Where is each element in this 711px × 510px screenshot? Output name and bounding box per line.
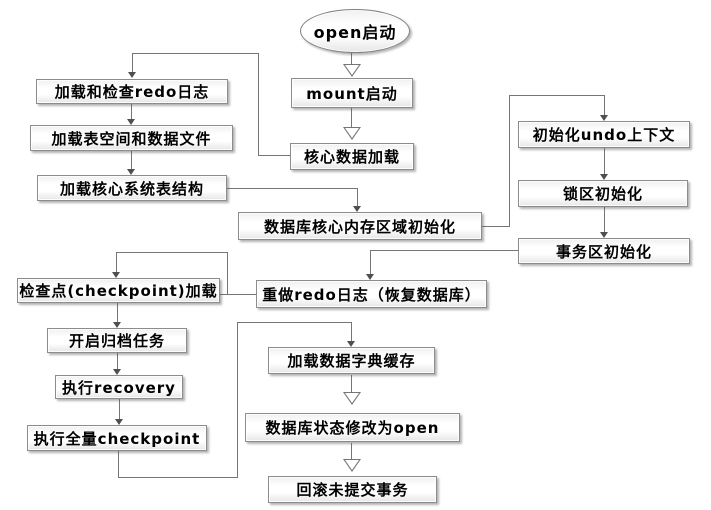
connector-segment (351, 375, 352, 392)
node-label: 执行recovery (62, 378, 176, 397)
connector-segment (351, 108, 352, 127)
node-label: 加载数据字典缓存 (287, 352, 416, 370)
connector-segment (227, 252, 228, 294)
connector-segment (117, 303, 118, 323)
node-label: 初始化undo上下文 (532, 126, 676, 144)
connector-segment (482, 226, 509, 227)
node-label: 执行全量checkpoint (33, 429, 201, 448)
connector-segment (604, 148, 605, 175)
node-load-data-dictionary-cache: 加载数据字典缓存 (268, 347, 435, 374)
connector-segment (351, 52, 352, 64)
node-load-check-redo-log: 加载和检查redo日志 (36, 79, 228, 104)
connector-segment (131, 151, 132, 170)
node-rollback-uncommitted-transactions: 回滚未提交事务 (268, 476, 437, 503)
node-db-status-set-open: 数据库状态修改为open (245, 413, 460, 442)
arrow-down-icon (600, 174, 608, 180)
connector-segment (132, 53, 133, 73)
arrow-down-icon (113, 369, 121, 375)
connector-segment (237, 322, 238, 478)
connector-segment (258, 53, 259, 156)
connector-segment (116, 252, 227, 253)
connector-segment (118, 477, 237, 478)
arrow-down-icon (113, 322, 121, 328)
node-load-core-system-tables: 加载核心系统表结构 (37, 175, 227, 201)
node-label: 加载核心系统表结构 (59, 179, 204, 198)
arrow-down-icon (128, 72, 136, 78)
connector-segment (351, 443, 352, 459)
node-init-undo-context: 初始化undo上下文 (518, 121, 690, 148)
node-exec-recovery: 执行recovery (55, 375, 183, 399)
block-arrow-down-icon (343, 127, 361, 140)
block-arrow-down-icon (343, 459, 361, 472)
connector-segment (220, 294, 256, 295)
node-load-tablespace-datafiles: 加载表空间和数据文件 (30, 125, 233, 151)
connector-segment (509, 95, 605, 96)
connector-segment (118, 451, 119, 477)
node-label: 加载和检查redo日志 (54, 83, 210, 101)
connector-segment (604, 207, 605, 233)
node-lock-area-init: 锁区初始化 (518, 180, 688, 207)
connector-segment (116, 252, 117, 273)
node-open-start: open启动 (300, 9, 410, 53)
connector-segment (604, 95, 605, 116)
arrow-down-icon (112, 272, 120, 278)
connector-segment (370, 250, 518, 251)
connector-segment (357, 188, 358, 207)
node-redo-log-recover-db: 重做redo日志（恢复数据库） (256, 280, 487, 308)
arrow-down-icon (127, 119, 135, 125)
connector-segment (258, 155, 290, 156)
arrow-down-icon (353, 206, 361, 212)
arrow-down-icon (115, 419, 123, 425)
node-mount-start: mount启动 (291, 78, 413, 108)
node-label: 事务区初始化 (555, 242, 652, 261)
arrow-down-icon (600, 232, 608, 238)
node-exec-full-checkpoint: 执行全量checkpoint (27, 425, 207, 451)
node-core-data-load: 核心数据加载 (290, 143, 414, 170)
node-label: 重做redo日志（恢复数据库） (262, 285, 481, 304)
node-checkpoint-load: 检查点(checkpoint)加载 (17, 278, 220, 303)
connector-segment (132, 53, 258, 54)
block-arrow-down-icon (343, 392, 361, 405)
connector-segment (237, 322, 351, 323)
node-label: 锁区初始化 (562, 185, 643, 203)
node-label: 数据库状态修改为open (265, 419, 440, 437)
node-label: mount启动 (306, 84, 398, 103)
node-db-core-memory-init: 数据库核心内存区域初始化 (238, 212, 482, 240)
node-label: open启动 (313, 23, 397, 42)
node-label: 数据库核心内存区域初始化 (263, 217, 456, 236)
node-transaction-area-init: 事务区初始化 (518, 238, 690, 264)
node-label: 核心数据加载 (303, 148, 400, 166)
connector-segment (119, 399, 120, 420)
node-label: 开启归档任务 (68, 332, 165, 350)
arrow-down-icon (366, 274, 374, 280)
arrow-down-icon (600, 115, 608, 121)
connector-segment (509, 95, 510, 227)
connector-segment (351, 322, 352, 342)
connector-segment (131, 104, 132, 120)
node-label: 检查点(checkpoint)加载 (19, 282, 218, 300)
node-start-archive-task: 开启归档任务 (47, 328, 187, 353)
connector-segment (117, 353, 118, 370)
arrow-down-icon (127, 169, 135, 175)
node-label: 加载表空间和数据文件 (51, 129, 212, 148)
connector-segment (227, 188, 358, 189)
connector-segment (370, 250, 371, 275)
block-arrow-down-icon (343, 64, 361, 77)
arrow-down-icon (347, 341, 355, 347)
node-label: 回滚未提交事务 (296, 481, 409, 499)
